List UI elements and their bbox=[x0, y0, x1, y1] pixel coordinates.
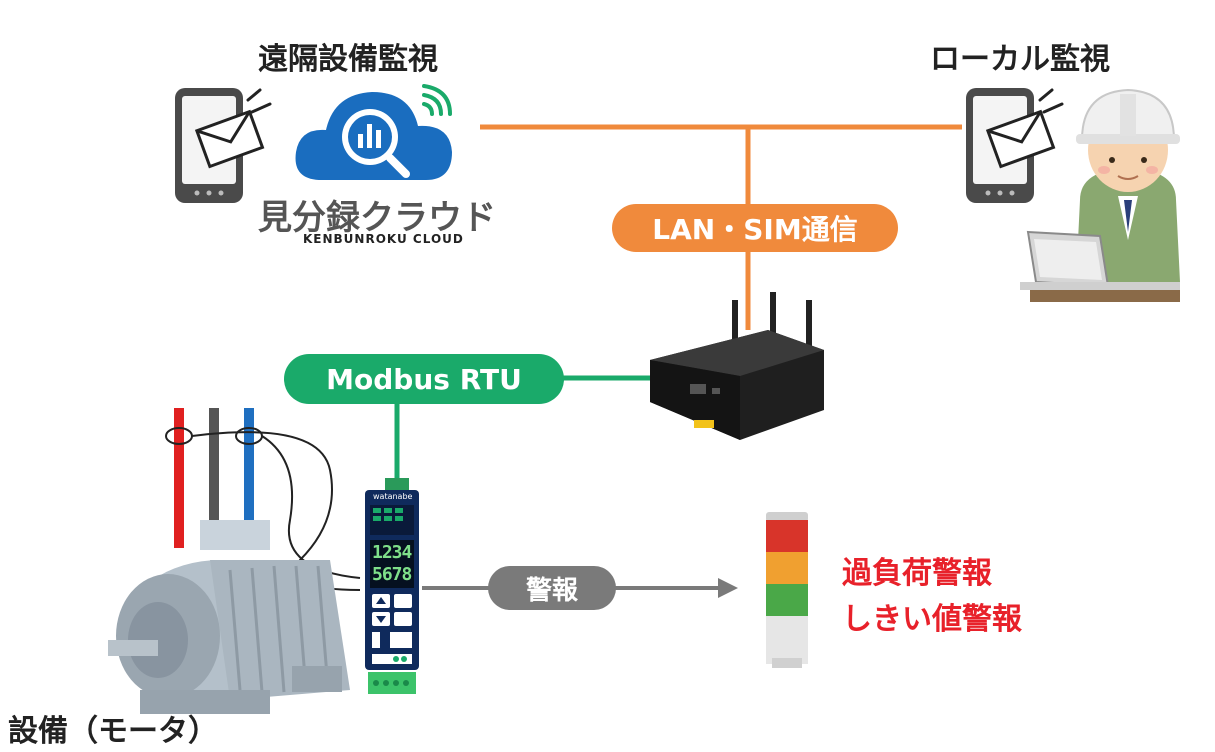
overload-alarm-label: 過負荷警報 bbox=[842, 556, 992, 591]
device-brand: watanabe bbox=[373, 492, 413, 501]
controller-device-icon bbox=[365, 478, 419, 694]
laptop-icon bbox=[1020, 230, 1180, 302]
device-display-bottom: 5678 bbox=[372, 564, 412, 585]
envelope-icon bbox=[194, 109, 265, 169]
threshold-alarm-label: しきい値警報 bbox=[842, 602, 1022, 637]
gateway-router-icon bbox=[650, 292, 824, 440]
remote-monitoring-label: 遠隔設備監視 bbox=[258, 42, 438, 77]
modbus-badge: Modbus RTU bbox=[284, 354, 564, 404]
lan-sim-badge: LAN・SIM通信 bbox=[612, 204, 898, 252]
signal-tower-icon bbox=[766, 512, 808, 668]
motor-icon bbox=[108, 408, 361, 714]
notification-lines-icon bbox=[246, 88, 272, 114]
local-monitoring-label: ローカル監視 bbox=[930, 42, 1110, 77]
cloud-logo-icon bbox=[295, 92, 452, 180]
wifi-signal-icon bbox=[422, 84, 452, 116]
device-display-top: 1234 bbox=[372, 542, 412, 563]
alarm-badge: 警報 bbox=[488, 566, 616, 610]
cloud-logo-name-en: KENBUNROKU CLOUD bbox=[303, 232, 464, 246]
equipment-label: 設備（モータ） bbox=[8, 714, 218, 749]
cloud-logo-name: 見分録クラウド bbox=[258, 198, 496, 238]
local-notification-lines-icon bbox=[1038, 88, 1064, 114]
local-envelope-icon bbox=[985, 109, 1056, 169]
